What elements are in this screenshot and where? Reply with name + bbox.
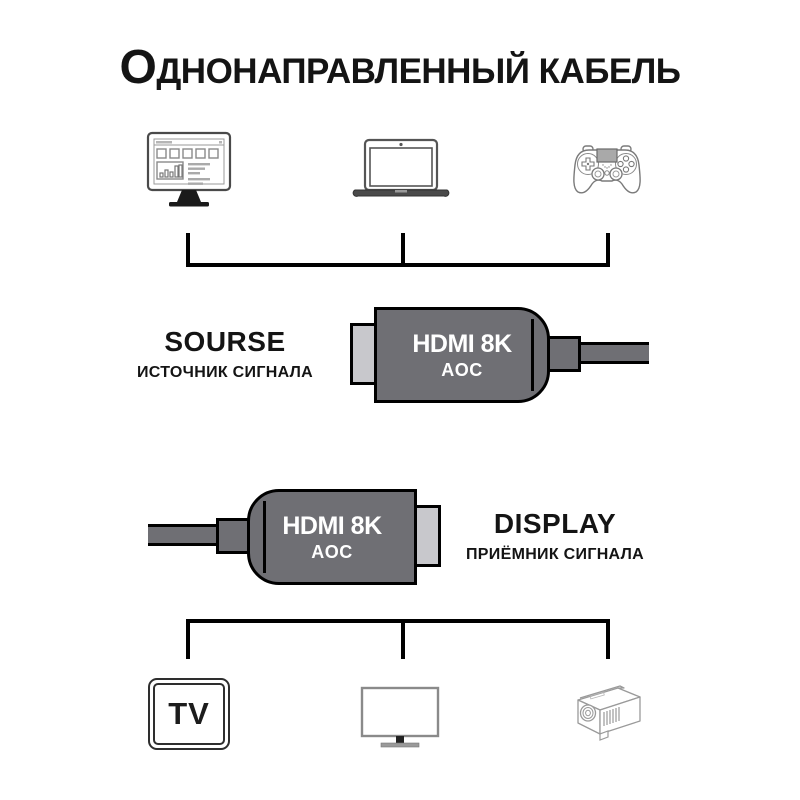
title-initial: О — [119, 41, 157, 94]
source-sublabel: ИСТОЧНИК СИГНАЛА — [137, 364, 313, 381]
bracket-line — [186, 263, 610, 267]
bracket-line — [401, 233, 405, 267]
desktop-monitor-icon — [146, 131, 232, 207]
cable-text-hdmi: HDMI 8K — [412, 329, 512, 358]
display-label-block: DISPLAY ПРИЁМНИК СИГНАЛА — [455, 508, 655, 564]
tv-icon: TV — [148, 678, 230, 750]
source-label-block: SOURSE ИСТОЧНИК СИГНАЛА — [135, 326, 315, 382]
gamepad-icon — [573, 145, 641, 194]
projector-icon — [577, 685, 641, 741]
bracket-line — [186, 619, 190, 659]
bracket-line — [186, 619, 610, 623]
bracket-line — [606, 233, 610, 267]
cable-text-aoc: AOC — [311, 541, 353, 562]
cable-text-hdmi: HDMI 8K — [282, 511, 382, 540]
display-sublabel: ПРИЁМНИК СИГНАЛА — [466, 546, 644, 563]
connector-stripe — [263, 501, 266, 573]
cable-text-aoc: AOC — [441, 359, 483, 380]
connector-body: HDMI 8K AOC — [247, 489, 417, 585]
bracket-line — [186, 233, 190, 267]
page-title: ОДНОНАПРАВЛЕННЫЙ КАБЕЛЬ — [0, 44, 800, 96]
display-label: DISPLAY — [493, 508, 617, 539]
bracket-line — [606, 619, 610, 659]
title-rest: ДНОНАПРАВЛЕННЫЙ КАБЕЛЬ — [156, 52, 681, 91]
cable-cord — [148, 524, 218, 546]
source-label: SOURSE — [164, 326, 286, 357]
cable-cord — [579, 342, 649, 364]
laptop-icon — [352, 138, 450, 197]
connector-body: HDMI 8K AOC — [374, 307, 550, 403]
bracket-line — [401, 619, 405, 659]
tv-label: TV — [153, 683, 225, 745]
connector-stripe — [531, 319, 534, 391]
cable-strain-relief — [547, 336, 581, 372]
hdmi-plug-tip — [413, 505, 441, 567]
cable-strain-relief — [216, 518, 250, 554]
monitor-icon — [360, 686, 440, 748]
